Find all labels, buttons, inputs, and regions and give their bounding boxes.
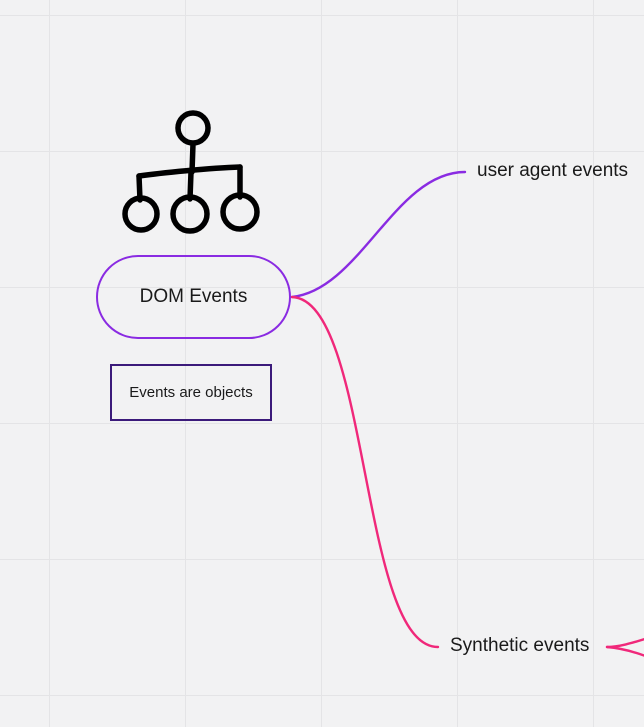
hierarchy-icon-middle-node — [170, 194, 210, 234]
branch-node-label: user agent events — [477, 160, 629, 181]
hierarchy-icon — [122, 110, 260, 234]
connector-user-agent-events — [290, 170, 467, 299]
root-node-label: DOM Events — [139, 286, 248, 307]
hierarchy-icon-left-node — [122, 195, 160, 233]
note-text: Events are objects — [129, 384, 253, 401]
root-node-dom-events[interactable]: DOM Events — [96, 255, 291, 339]
branch-node-synthetic-events[interactable]: Synthetic events — [450, 635, 589, 657]
note-events-are-objects[interactable]: Events are objects — [110, 364, 272, 421]
connector-synthetic-events-outgoing — [605, 637, 644, 649]
branch-node-label: Synthetic events — [450, 635, 590, 656]
connector-synthetic-events — [290, 295, 440, 649]
connector-synthetic-events-outgoing-2 — [605, 645, 644, 657]
branch-node-user-agent-events[interactable]: user agent events — [477, 160, 628, 182]
hierarchy-icon-top-node — [175, 110, 211, 146]
hierarchy-icon-right-node — [220, 192, 260, 232]
